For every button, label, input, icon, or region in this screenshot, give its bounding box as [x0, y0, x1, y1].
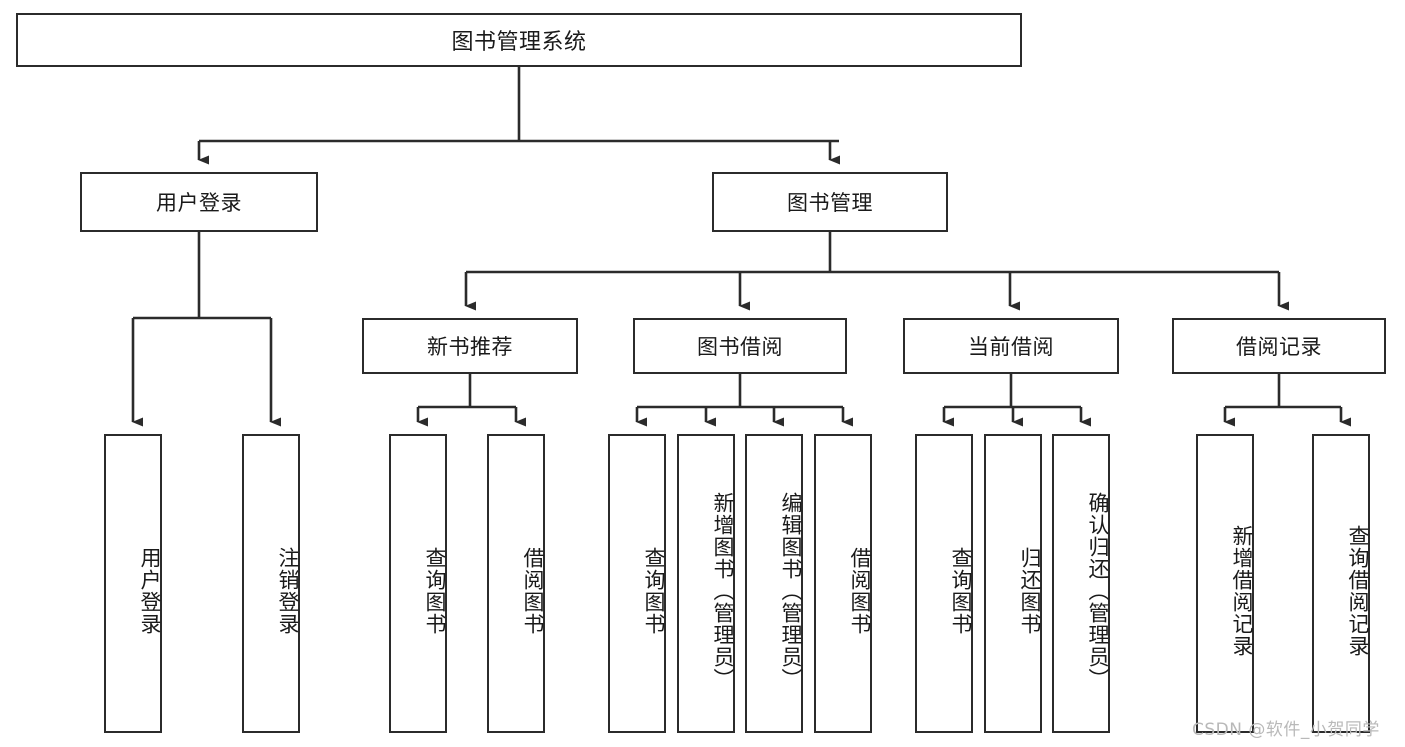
leaf-borrow-book-recommend-label: 借阅图书 [521, 546, 545, 635]
leaf-query-book-recommend[interactable]: 查询图书 [389, 434, 447, 733]
node-root-label: 图书管理系统 [451, 30, 587, 55]
leaf-edit-book[interactable]: 编辑图书（管理员） [745, 434, 803, 733]
node-book-manage-label: 图书管理 [787, 191, 873, 215]
leaf-confirm-return[interactable]: 确认归还（管理员） [1052, 434, 1110, 733]
leaf-query-book-recommend-label: 查询图书 [423, 546, 447, 635]
node-current-borrow-label: 当前借阅 [968, 335, 1054, 359]
node-borrow-record-label: 借阅记录 [1236, 335, 1322, 359]
leaf-query-borrow-record-label: 查询借阅记录 [1346, 524, 1370, 657]
leaf-borrow-book-recommend[interactable]: 借阅图书 [487, 434, 545, 733]
leaf-add-book-label: 新增图书（管理员） [711, 491, 735, 690]
node-current-borrow[interactable]: 当前借阅 [903, 318, 1119, 374]
node-book-borrow-label: 图书借阅 [697, 335, 783, 359]
leaf-query-book-borrow-label: 查询图书 [642, 546, 666, 635]
leaf-add-book[interactable]: 新增图书（管理员） [677, 434, 735, 733]
leaf-user-login[interactable]: 用户登录 [104, 434, 162, 733]
node-new-book-recommend[interactable]: 新书推荐 [362, 318, 578, 374]
leaf-add-borrow-record-label: 新增借阅记录 [1230, 524, 1254, 657]
leaf-query-book-current[interactable]: 查询图书 [915, 434, 973, 733]
node-root[interactable]: 图书管理系统 [16, 13, 1022, 67]
node-user-login-label: 用户登录 [156, 191, 242, 215]
leaf-logout[interactable]: 注销登录 [242, 434, 300, 733]
leaf-confirm-return-label: 确认归还（管理员） [1086, 491, 1110, 690]
leaf-query-borrow-record[interactable]: 查询借阅记录 [1312, 434, 1370, 733]
leaf-borrow-book-label: 借阅图书 [848, 546, 872, 635]
leaf-return-book-label: 归还图书 [1018, 546, 1042, 635]
node-new-book-recommend-label: 新书推荐 [427, 335, 513, 359]
node-book-manage[interactable]: 图书管理 [712, 172, 948, 232]
node-borrow-record[interactable]: 借阅记录 [1172, 318, 1386, 374]
csdn-watermark: CSDN @软件_小贺同学 [1192, 720, 1380, 740]
leaf-return-book[interactable]: 归还图书 [984, 434, 1042, 733]
leaf-query-book-borrow[interactable]: 查询图书 [608, 434, 666, 733]
leaf-edit-book-label: 编辑图书（管理员） [779, 491, 803, 690]
leaf-query-book-current-label: 查询图书 [949, 546, 973, 635]
node-book-borrow[interactable]: 图书借阅 [633, 318, 847, 374]
leaf-borrow-book[interactable]: 借阅图书 [814, 434, 872, 733]
leaf-logout-label: 注销登录 [276, 546, 300, 635]
leaf-add-borrow-record[interactable]: 新增借阅记录 [1196, 434, 1254, 733]
leaf-user-login-label: 用户登录 [138, 546, 162, 635]
node-user-login[interactable]: 用户登录 [80, 172, 318, 232]
